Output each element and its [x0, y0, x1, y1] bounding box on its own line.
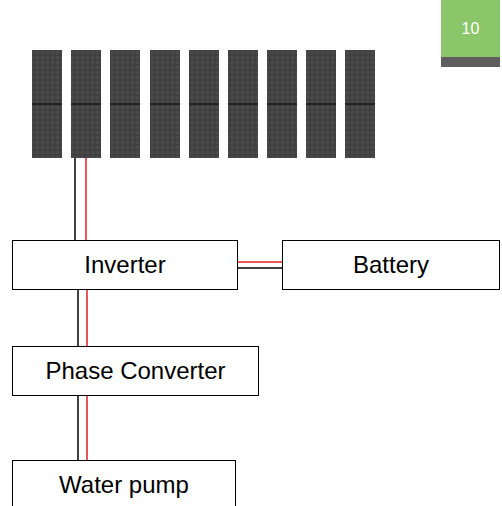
node-label: Phase Converter — [45, 357, 225, 385]
converter-box: Phase Converter — [12, 346, 259, 396]
panel-divider — [189, 103, 219, 105]
solar-panel — [110, 50, 140, 158]
badge-fill — [441, 0, 500, 57]
wire-red — [238, 261, 282, 263]
battery-box: Battery — [282, 240, 500, 290]
pump-box: Water pump — [12, 460, 236, 506]
wire-black — [77, 290, 79, 346]
solar-panel — [189, 50, 219, 158]
panel-wire-red — [85, 158, 87, 240]
solar-panels — [32, 50, 375, 158]
solar-panel — [267, 50, 297, 158]
node-label: Water pump — [59, 471, 189, 499]
panel-divider — [32, 103, 62, 105]
wire-black — [238, 267, 282, 269]
wire-red — [86, 290, 88, 346]
panel-divider — [228, 103, 258, 105]
solar-panel — [345, 50, 375, 158]
panel-divider — [267, 103, 297, 105]
wire-red — [86, 396, 88, 460]
slide-number-badge: 10 — [441, 0, 500, 57]
panel-divider — [150, 103, 180, 105]
panel-divider — [110, 103, 140, 105]
node-label: Inverter — [84, 251, 165, 279]
wire-black — [77, 396, 79, 460]
solar-panel — [306, 50, 336, 158]
solar-panel — [228, 50, 258, 158]
solar-panel — [150, 50, 180, 158]
solar-panel — [32, 50, 62, 158]
node-label: Battery — [353, 251, 429, 279]
inverter-box: Inverter — [12, 240, 238, 290]
panel-wire-black — [74, 158, 76, 240]
panel-divider — [306, 103, 336, 105]
panel-divider — [71, 103, 101, 105]
panel-divider — [345, 103, 375, 105]
callout-number: 10 — [462, 20, 480, 38]
badge-bar — [441, 57, 500, 67]
solar-panel — [71, 50, 101, 158]
